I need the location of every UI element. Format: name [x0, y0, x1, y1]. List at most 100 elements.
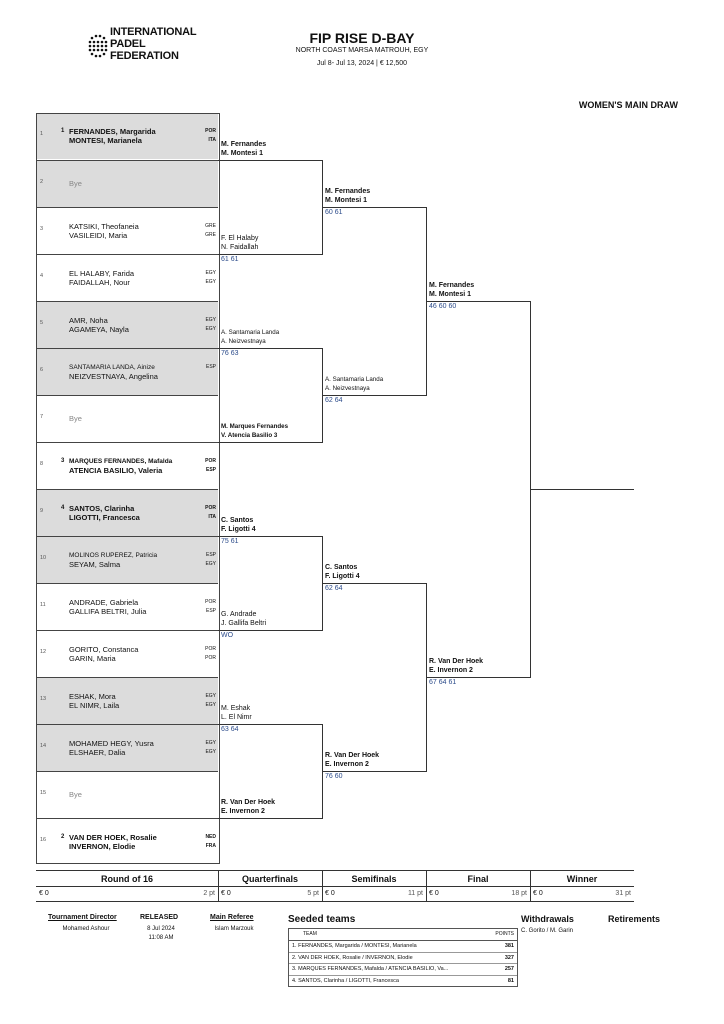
nationality: EGY — [205, 561, 216, 567]
round-points: 5 pt — [307, 890, 319, 897]
slot-number: 3 — [40, 226, 44, 232]
bracket-line — [426, 677, 530, 678]
match-winner: V. Atencia Basilio 3 — [221, 432, 278, 439]
retirements-title: Retirements — [608, 914, 661, 924]
seed-number: 4 — [61, 505, 65, 511]
match-score: 62 64 — [325, 397, 343, 404]
round-name: Final — [467, 874, 489, 884]
match-winner: A. Neizvestnaya — [221, 338, 266, 345]
released-date: 8 Jul 2024 — [147, 926, 175, 932]
round-prize: € 0 — [533, 890, 543, 897]
slot-number: 10 — [40, 555, 47, 561]
seeded-teams-title: Seeded teams — [288, 914, 356, 925]
player-name: Bye — [69, 414, 82, 423]
nationality: POR — [205, 655, 216, 661]
round-name: Semifinals — [351, 874, 397, 884]
bracket-line — [322, 395, 426, 396]
seeded-team-points: 257 — [504, 966, 514, 972]
match-score: 60 61 — [325, 209, 343, 216]
bracket-line — [322, 583, 426, 584]
match-score: WO — [221, 632, 234, 639]
round-prize: € 0 — [39, 890, 49, 897]
nationality: NED — [205, 834, 216, 840]
match-winner: F. El Halaby — [221, 235, 259, 242]
match-score: 61 61 — [221, 256, 239, 263]
slot-number: 6 — [40, 367, 44, 373]
match-winner: M. Montesi 1 — [221, 150, 264, 157]
bracket-line — [218, 160, 322, 161]
match-score: 75 61 — [221, 538, 239, 545]
seeded-team-row: 1. FERNANDES, Margarida / MONTESI, Maria… — [289, 941, 517, 953]
referee-name: Islam Marzouk — [214, 926, 254, 932]
match-winner: M. Fernandes — [429, 282, 475, 289]
slot-number: 4 — [40, 273, 44, 279]
match-winner: G. Andrade — [221, 611, 257, 618]
nationality: GRE — [205, 223, 216, 229]
match-winner: E. Invernon 2 — [221, 808, 265, 815]
round-points: 31 pt — [615, 890, 631, 897]
seeded-team-row: 2. VAN DER HOEK, Rosalie / INVERNON, Elo… — [289, 953, 517, 964]
player-name: ATENCIA BASILIO, Valeria — [69, 466, 163, 475]
logo-dots-icon — [88, 34, 108, 58]
player-name: AGAMEYA, Nayla — [69, 325, 129, 334]
round-points: 11 pt — [407, 890, 423, 897]
match-winner: R. Van Der Hoek — [325, 752, 380, 759]
player-name: Bye — [69, 179, 82, 188]
player-name: INVERNON, Elodie — [69, 842, 136, 851]
released-label: RELEASED — [140, 914, 179, 921]
player-name: MONTESI, Marianela — [69, 136, 142, 145]
player-name: LIGOTTI, Francesca — [69, 513, 140, 522]
player-name: SANTOS, Clarinha — [69, 504, 135, 513]
player-name: MOLINOS RUPEREZ, Patricia — [69, 552, 158, 559]
match-winner: F. Ligotti 4 — [221, 526, 256, 533]
withdrawal-entry: C. Gorito / M. Garin — [521, 928, 574, 934]
seeded-team-points: 327 — [504, 954, 514, 961]
bracket-line — [530, 489, 634, 490]
bracket-line — [218, 254, 322, 255]
match-score: 62 64 — [325, 585, 343, 592]
player-name: FERNANDES, Margarida — [69, 127, 156, 136]
match-winner: M. Fernandes — [325, 188, 371, 195]
director-name: Mohamed Ashour — [62, 926, 110, 932]
nationality: ITA — [208, 137, 216, 143]
match-winner: A. Santamaria Landa — [325, 376, 384, 383]
bracket-line — [218, 536, 322, 537]
nationality: FRA — [205, 843, 216, 849]
divider — [218, 871, 219, 901]
bracket-line — [218, 724, 322, 725]
match-score: 63 64 — [221, 726, 239, 733]
tournament-dates: Jul 8- Jul 13, 2024 | € 12,500 — [316, 60, 408, 67]
round-prize: € 0 — [221, 890, 231, 897]
seeded-col-points: POINTS — [495, 931, 514, 937]
logo-text: INTERNATIONAL PADEL FEDERATION — [110, 26, 197, 62]
seeded-table-header: TEAM POINTS — [289, 929, 517, 941]
match-winner: M. Montesi 1 — [429, 291, 472, 298]
bracket-line — [426, 301, 530, 302]
player-name: Bye — [69, 790, 82, 799]
divider — [530, 886, 634, 887]
seeded-team-name: 3. MARQUES FERNANDES, Mafalda / ATENCIA … — [292, 966, 449, 972]
seeded-team-points: 381 — [504, 943, 514, 949]
player-name: VAN DER HOEK, Rosalie — [69, 833, 157, 842]
round-prize: € 0 — [429, 890, 439, 897]
slot-number: 9 — [40, 508, 44, 514]
player-name: GORITO, Constanca — [69, 645, 139, 654]
match-winner: M. Marques Fernandes — [221, 423, 289, 430]
match-score: 67 64 61 — [429, 679, 457, 686]
bracket-line — [218, 442, 322, 443]
draw-frame — [36, 113, 220, 864]
withdrawals-title: Withdrawals — [521, 914, 574, 924]
seeded-team-row: 3. MARQUES FERNANDES, Mafalda / ATENCIA … — [289, 964, 517, 976]
slot-number: 16 — [40, 837, 47, 843]
round-points: 18 pt — [511, 890, 527, 897]
player-name: NEIZVESTNAYA, Angelina — [69, 372, 158, 381]
